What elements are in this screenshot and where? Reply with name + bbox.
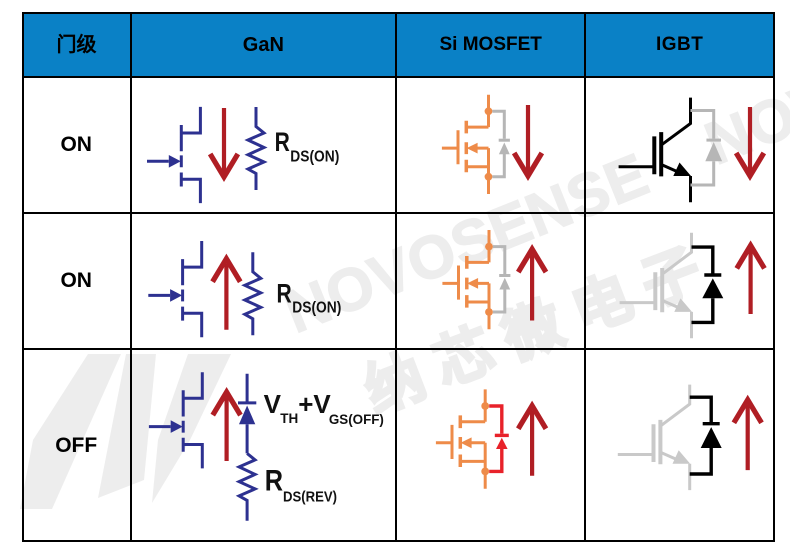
svg-text:R: R bbox=[277, 278, 292, 308]
svg-text:DS(ON): DS(ON) bbox=[292, 299, 341, 316]
svg-text:VTH+VGS(OFF): VTH+VGS(OFF) bbox=[264, 389, 384, 427]
svg-text:R: R bbox=[275, 127, 290, 157]
svg-text:R: R bbox=[265, 465, 284, 498]
svg-text:DS(REV): DS(REV) bbox=[283, 489, 337, 506]
svg-text:DS(ON): DS(ON) bbox=[290, 149, 339, 166]
